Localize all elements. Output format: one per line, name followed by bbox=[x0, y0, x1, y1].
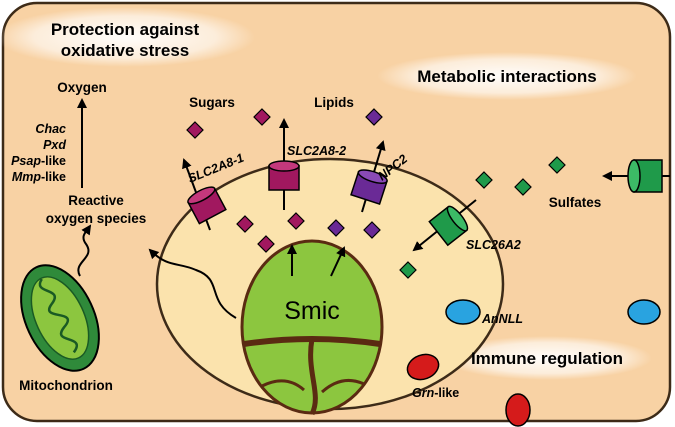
sulfate-diamond bbox=[475, 171, 493, 189]
gene-slc26a2: SLC26A2 bbox=[466, 238, 521, 252]
slc2a8-2-transporter bbox=[268, 118, 300, 210]
grn-like-membrane-marker bbox=[505, 393, 531, 427]
gene-grn-like: Grn-like bbox=[412, 386, 459, 400]
ros-wavy-arrow bbox=[148, 248, 237, 319]
slc26a2-transporter bbox=[412, 199, 477, 252]
ros-label: Reactive bbox=[68, 193, 124, 208]
sugar-molecules bbox=[186, 108, 305, 253]
smic-cell bbox=[240, 239, 384, 416]
lipid-molecules bbox=[327, 108, 383, 239]
sulfate-diamond bbox=[514, 178, 532, 196]
sugar-diamond bbox=[287, 212, 305, 230]
annll-membrane-marker bbox=[627, 299, 661, 325]
heading-metabolic: Metabolic interactions bbox=[417, 67, 596, 86]
heading-glow bbox=[442, 336, 652, 380]
gene-chac: Chac bbox=[35, 122, 66, 136]
sulfate-molecules bbox=[399, 156, 566, 279]
mito-ros-wavy-arrow bbox=[77, 224, 92, 277]
oxygen-label: Oxygen bbox=[57, 80, 107, 95]
slc2a8-1-transporter bbox=[182, 158, 227, 231]
sulfate-diamond bbox=[548, 156, 566, 174]
gene-pxd: Pxd bbox=[43, 138, 66, 152]
heading-glow bbox=[0, 7, 255, 67]
sugar-diamond bbox=[257, 235, 275, 253]
heading-immune: Immune regulation bbox=[471, 349, 623, 368]
mitochondrion bbox=[20, 264, 100, 372]
sulfates-label: Sulfates bbox=[549, 195, 602, 210]
heading-protection: Protection against bbox=[51, 20, 200, 39]
host-sulfate-transporter bbox=[602, 159, 670, 193]
lipid-diamond bbox=[365, 108, 383, 126]
gene-psap: Psap-like bbox=[11, 154, 66, 168]
lipids-label: Lipids bbox=[314, 95, 354, 110]
gene-mmp: Mmp-like bbox=[12, 170, 66, 184]
sulfate-diamond bbox=[399, 261, 417, 279]
heading-protection: oxidative stress bbox=[61, 41, 190, 60]
sugar-diamond bbox=[236, 215, 254, 233]
mitochondrion-label: Mitochondrion bbox=[19, 378, 113, 393]
ros-label: oxygen species bbox=[46, 211, 147, 226]
lipid-diamond bbox=[363, 221, 381, 239]
sugar-diamond bbox=[253, 108, 271, 126]
smic-label: Smic bbox=[284, 297, 340, 325]
sugars-label: Sugars bbox=[189, 95, 235, 110]
heading-glow bbox=[377, 52, 637, 100]
smic-export-arrow bbox=[330, 246, 346, 277]
npc2-transporter bbox=[350, 140, 388, 213]
sugar-diamond bbox=[186, 121, 204, 139]
grn-like-marker bbox=[406, 353, 440, 381]
annll-vacuole-marker bbox=[445, 299, 481, 325]
gene-annll: AnNLL bbox=[481, 312, 523, 326]
gene-slc2a8-2: SLC2A8-2 bbox=[287, 144, 346, 158]
lipid-diamond bbox=[327, 219, 345, 237]
